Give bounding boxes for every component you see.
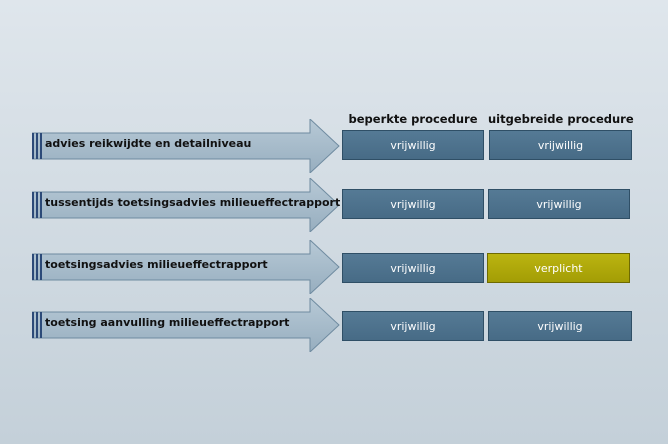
limited-procedure-cell: vrijwillig	[342, 253, 484, 283]
step-label: advies reikwijdte en detailniveau	[45, 137, 252, 150]
column-header-limited: beperkte procedure	[348, 112, 478, 126]
procedure-row-4: toetsing aanvulling milieueffectrapport …	[0, 298, 668, 352]
procedure-row-1: advies reikwijdte en detailniveau vrijwi…	[0, 119, 668, 173]
procedure-row-2: tussentijds toetsingsadvies milieueffect…	[0, 178, 668, 232]
column-header-extended: uitgebreide procedure	[488, 112, 634, 126]
arrow-shape	[32, 119, 340, 173]
step-label: tussentijds toetsingsadvies milieueffect…	[45, 196, 341, 209]
arrow-shape	[32, 240, 340, 294]
limited-procedure-cell: vrijwillig	[342, 311, 484, 341]
extended-procedure-cell: vrijwillig	[489, 130, 632, 160]
procedure-row-3: toetsingsadvies milieueffectrapport vrij…	[0, 240, 668, 294]
step-label: toetsingsadvies milieueffectrapport	[45, 258, 268, 271]
extended-procedure-cell: verplicht	[487, 253, 630, 283]
limited-procedure-cell: vrijwillig	[342, 130, 484, 160]
arrow-shape	[32, 298, 340, 352]
arrow-shape	[32, 178, 340, 232]
extended-procedure-cell: vrijwillig	[488, 311, 632, 341]
step-label: toetsing aanvulling milieueffectrapport	[45, 316, 290, 329]
limited-procedure-cell: vrijwillig	[342, 189, 484, 219]
extended-procedure-cell: vrijwillig	[488, 189, 630, 219]
